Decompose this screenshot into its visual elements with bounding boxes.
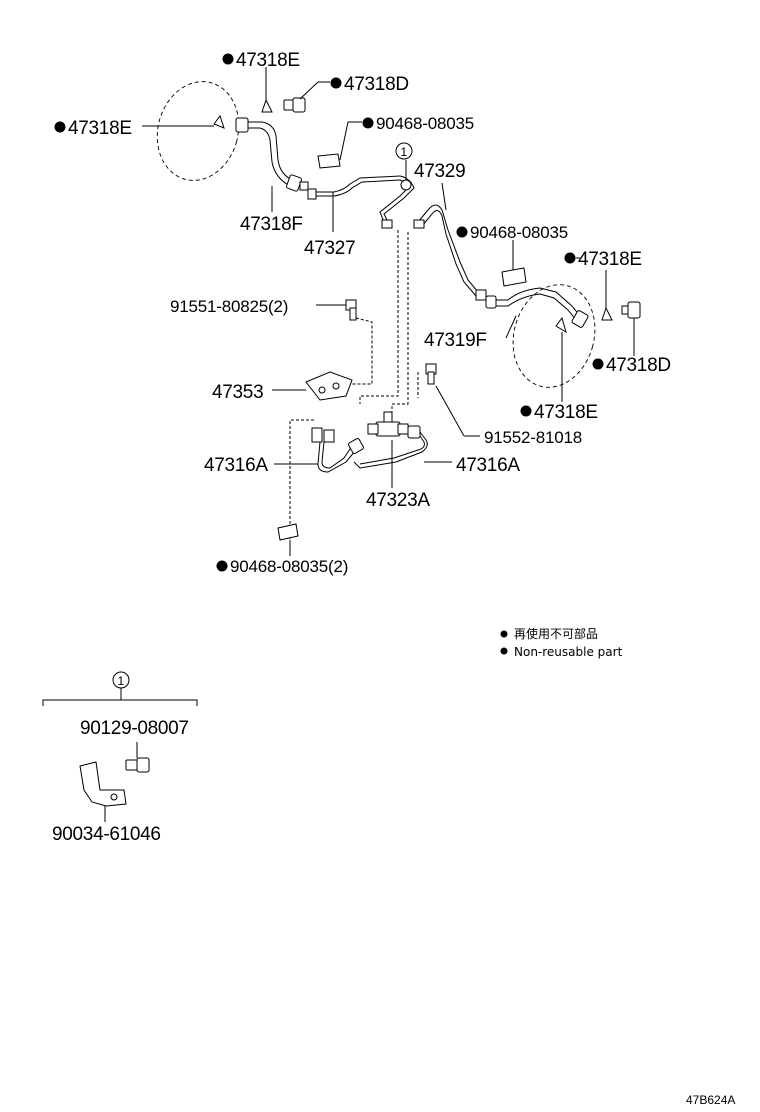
reference-marker-number: 1 [401, 145, 408, 159]
subassembly-detail: 1 90129-08007 90034-61046 [42, 671, 198, 845]
callout-90468-bottom: 90468-08035(2) [230, 557, 348, 576]
legend-english: Non-reusable part [514, 645, 623, 659]
brake-tube-47329 [379, 160, 487, 301]
callout-47318E-bottom: 47318E [534, 402, 598, 423]
clip-90468-mid [501, 267, 527, 287]
callout-91552: 91552-81018 [484, 428, 582, 447]
left-flexible-hose-47318F [235, 117, 309, 192]
clip-47318E-right [576, 257, 613, 321]
clip-90468-top [317, 121, 362, 169]
flexible-hose-47316A-left [274, 427, 364, 473]
callout-47316A-right: 47316A [456, 455, 520, 476]
reference-marker-1: 1 [395, 142, 413, 160]
right-brake-disc [512, 284, 596, 388]
callout-90129: 90129-08007 [80, 718, 189, 739]
three-way-union-47323A [367, 411, 409, 488]
bracket-47353 [272, 371, 353, 401]
brake-tube-47327 [307, 175, 401, 232]
legend: 再使用不可部品 Non-reusable part [500, 626, 623, 659]
bolt-91552 [425, 363, 480, 437]
legend-japanese: 再使用不可部品 [514, 626, 598, 641]
clip-47318E-top [261, 67, 273, 113]
assembly-dashed-guides [289, 230, 419, 540]
callout-47318F: 47318F [240, 214, 303, 235]
flexible-hose-47316A-right [353, 425, 452, 469]
callout-47316A-left: 47316A [204, 455, 268, 476]
callout-90468-mid: 90468-08035 [470, 223, 568, 242]
left-brake-disc [156, 81, 240, 181]
callout-47327: 47327 [304, 238, 355, 259]
callout-47353: 47353 [212, 382, 263, 403]
callout-47318D-top: 47318D [344, 74, 409, 95]
callout-47318E-left: 47318E [68, 118, 132, 139]
callout-47318E-top: 47318E [236, 50, 300, 71]
clip-47318E-left [142, 114, 225, 129]
callout-47318E-right: 47318E [578, 249, 642, 270]
callout-47319F: 47319F [424, 330, 487, 351]
callout-47323A: 47323A [366, 490, 430, 511]
clip-47318E-bottom [555, 316, 567, 402]
right-flexible-hose-47319F [485, 287, 589, 339]
callout-91551: 91551-80825(2) [170, 297, 288, 316]
callout-labels: 47318E 47318D 47318E 90468-08035 47329 4… [54, 50, 671, 576]
callout-47318D-right: 47318D [606, 355, 671, 376]
bolt-91551 [316, 299, 373, 385]
subassembly-marker-number: 1 [118, 674, 125, 688]
callout-90034: 90034-61046 [52, 824, 161, 845]
callout-90468-top: 90468-08035 [376, 114, 474, 133]
bolt-47318D-top [283, 81, 330, 113]
figure-code: 47B624A [686, 1093, 735, 1107]
bolt-47318D-right [621, 301, 641, 356]
clip-90468-bottom [277, 523, 299, 556]
callout-47329: 47329 [414, 161, 465, 182]
